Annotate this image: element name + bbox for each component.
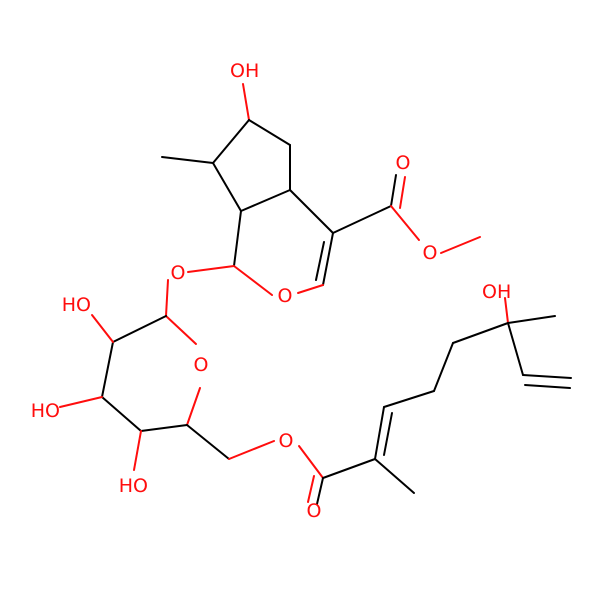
atom-labels: OH O O O O HO O HO HO O O OH: [31, 60, 512, 522]
bond-c2chain-c3chain: [374, 406, 385, 460]
bond-c1-c7a: [233, 210, 242, 267]
label-oh-sugar-3: HO: [119, 475, 148, 497]
bond-c2p-c1p: [112, 315, 167, 343]
bond-vinyl-terminal-double: [524, 384, 571, 389]
bond-c6chain-methyl: [507, 315, 556, 324]
label-o-ester-chain: O: [279, 430, 294, 452]
label-oh-sugar-1: HO: [62, 294, 91, 316]
label-o-ester-bridge: O: [423, 242, 438, 264]
bond-c6-c7: [212, 119, 250, 164]
label-o-ring-pyran: O: [278, 285, 293, 307]
bond-c2chain-methyl: [374, 458, 415, 494]
bond-chain-carbonyl-o: [316, 477, 324, 505]
bond-c4-c3: [322, 232, 334, 286]
bond-c4a-c4: [289, 189, 334, 234]
bond-c4p-oh: [133, 430, 142, 471]
bond-c6-oh: [242, 83, 250, 121]
bond-c4-c3-double: [315, 241, 325, 281]
bond-o2-c1: [233, 265, 273, 296]
bond-oglyc-c1prime: [165, 279, 169, 317]
bond-c3p-c2p: [101, 341, 114, 398]
bond-c5p-c4p: [140, 424, 188, 432]
bond-carbonyl-o-double: [399, 176, 406, 209]
label-o-ring-sugar: O: [194, 354, 209, 376]
bond-c5chain-c6chain: [452, 322, 509, 344]
bond-c7-c7a: [212, 162, 242, 212]
bond-c3p-oh: [59, 396, 103, 408]
bond-c6p-oester: [228, 440, 275, 460]
bond-c3chain-c4chain: [383, 390, 435, 408]
bond-c4-carbonyl: [332, 205, 392, 234]
bond-c7-methyl: [161, 156, 214, 164]
bond-c1p-o5p: [165, 315, 197, 345]
bond-c6-c5: [248, 119, 291, 146]
bond-c6chain-vinyl: [507, 322, 524, 376]
bonds: [59, 83, 572, 505]
bond-c7a-c4a: [240, 189, 291, 212]
bond-c4chain-c5chain: [433, 342, 454, 392]
bond-c1-oglyc: [187, 265, 235, 273]
bond-carbonyl-oester: [390, 205, 420, 241]
label-o-ester-carbonyl: O: [396, 152, 411, 174]
bond-oester-methyl: [440, 236, 481, 254]
bond-carbonyl-o: [390, 174, 397, 207]
bond-c5p-c6p: [186, 424, 230, 460]
label-oh-sugar-2: HO: [31, 400, 60, 422]
label-oh-tertiary: OH: [482, 281, 511, 303]
bond-chain-carbonyl-o-double: [307, 475, 315, 503]
bond-c2p-oh: [91, 314, 114, 343]
bond-c4p-c3p: [101, 396, 142, 432]
bond-o5p-c5p: [186, 387, 201, 426]
label-o-chain-carbonyl: O: [307, 500, 322, 522]
bond-vinyl-terminal: [522, 374, 572, 379]
bond-c2chain-c3chain-double: [383, 412, 393, 456]
label-oh-top: OH: [230, 60, 259, 82]
label-o-glycosidic: O: [171, 262, 186, 284]
bond-oester-carbonyl: [298, 445, 324, 479]
bond-carbonyl-c2chain: [322, 458, 376, 479]
bond-c6chain-oh: [504, 297, 509, 324]
bond-c3-o2: [297, 284, 324, 294]
